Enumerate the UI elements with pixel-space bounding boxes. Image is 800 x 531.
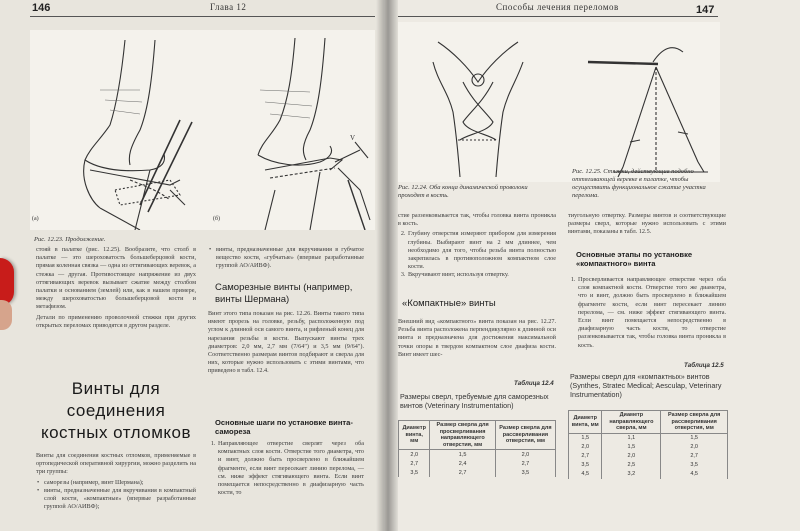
column-header: Размер сверла для рассверливания отверст…: [660, 410, 728, 434]
table-cell: 2,0: [494, 449, 557, 459]
tension-band-illustration: [432, 41, 708, 178]
left-page: 146 Глава 12: [0, 0, 392, 531]
paragraph: стояй в палатке (рис. 12.25). Вообразите…: [36, 246, 196, 311]
table-header-row: Диаметр винта, мм Диаметр направляющего …: [567, 410, 728, 434]
subheading-steps: Основные шаги по установке винта-саморез…: [215, 418, 353, 436]
left-col2-steps: Направляющее отверстие сверлят через оба…: [208, 440, 364, 497]
list-item: винты, предназначенные для вкручивания в…: [209, 246, 364, 271]
panel-a-label: (а): [32, 216, 39, 222]
paragraph: Детали по применению проволочной стяжки …: [36, 313, 196, 329]
table-cell: 1,5: [601, 442, 662, 452]
table-row: 3,5 2,7 3,5: [397, 468, 557, 477]
right-col2-steps: Просверливается направляющее отверстие ч…: [568, 276, 726, 350]
table-cell: 3,5: [660, 460, 728, 470]
table-cell: 1,5: [660, 433, 728, 443]
table-cell: 2,5: [601, 460, 662, 470]
column-header: Диаметр направляющего сверла, мм: [601, 410, 662, 434]
table-cell: 3,5: [494, 468, 557, 477]
table-cell: 1,5: [429, 449, 496, 459]
table-row: 4,5 3,2 4,5: [567, 469, 728, 479]
table-row: 1,5 1,1 1,5: [567, 433, 728, 443]
figures-12-24-12-25: [398, 22, 720, 182]
heading-compact-steps: Основные этапы по установке «компактного…: [576, 250, 693, 268]
table-row: 2,0 1,5 2,0: [397, 449, 557, 459]
paragraph: стие раззенковывается так, чтобы головка…: [398, 212, 556, 228]
fingernail: [0, 258, 14, 306]
table-header-row: Диаметр винта, мм Размер сверла для прос…: [397, 420, 557, 450]
right-col2-text: тиугольную отвертку. Размеры винтов и со…: [568, 212, 726, 239]
fracture-wire-illustration: [83, 37, 371, 231]
left-col-text: стояй в палатке (рис. 12.25). Вообразите…: [36, 246, 196, 332]
table-cell: 1,1: [601, 433, 662, 443]
table-cell: 3,5: [397, 468, 431, 477]
column-header: Диаметр винта, мм: [397, 420, 431, 450]
table-12-4-label: Таблица 12.4: [514, 380, 554, 387]
left-page-number: 146: [32, 2, 51, 14]
right-running-head: Способы лечения переломов: [496, 2, 619, 12]
table-cell: 4,5: [660, 469, 728, 479]
table-cell: 2,7: [429, 468, 496, 477]
left-header-rule: [30, 16, 375, 17]
figure-12-23-caption: Рис. 12.23. Продолжение.: [34, 236, 106, 243]
left-col2-paragraph: Винт этого типа показан на рис. 12.26. В…: [208, 310, 364, 378]
paragraph: Винт этого типа показан на рис. 12.26. В…: [208, 310, 364, 375]
table-cell: 4,5: [567, 469, 603, 479]
book-gutter-shadow: [376, 0, 398, 531]
table-row: 2,0 1,5 2,0: [567, 442, 728, 452]
table-cell: 2,0: [567, 442, 603, 452]
table-row: 2,7 2,0 2,7: [567, 451, 728, 461]
step-item: Вкручивают винт, используя отвертку.: [407, 271, 556, 279]
table-12-5: Диаметр винта, мм Диаметр направляющего …: [567, 410, 728, 479]
intro-paragraph: Винты для соединения костных отломков, п…: [36, 452, 196, 476]
table-12-5-label: Таблица 12.5: [684, 362, 724, 369]
table-12-4: Диаметр винта, мм Размер сверла для прос…: [397, 420, 557, 477]
heading-self-tapping: Саморезные винты (например, винты Шерман…: [215, 282, 353, 305]
table-cell: 2,4: [429, 459, 496, 468]
column-header: Диаметр винта, мм: [567, 410, 603, 434]
table-cell: 2,7: [397, 459, 431, 468]
figure-12-25-caption: Рис. 12.25. Стяжки, действующие подобно …: [572, 168, 706, 199]
list-item: саморезы (например, винт Шермана);: [37, 479, 196, 487]
right-col1-paragraph: Внешний вид «компактного» винта показан …: [398, 318, 556, 361]
table-cell: 3,2: [601, 469, 662, 479]
heading-compact-screws: «Компактные» винты: [402, 298, 496, 309]
list-item: винты, предназначенные для вкручивания в…: [37, 487, 196, 512]
figure-12-23: (а) (б) V: [30, 30, 375, 231]
panel-b-label: (б): [213, 216, 221, 222]
right-page-number: 147: [696, 4, 715, 16]
right-col1-text: стие раззенковывается так, чтобы головка…: [398, 212, 556, 280]
table-cell: 1,5: [567, 433, 603, 443]
table-12-5-title: Размеры сверл для «компактных» винтов (S…: [570, 372, 722, 399]
step-item: Глубину отверстия измеряют прибором для …: [407, 230, 556, 271]
paragraph: Внешний вид «компактного» винта показан …: [398, 318, 556, 358]
finger: [0, 300, 12, 330]
paragraph: тиугольную отвертку. Размеры винтов и со…: [568, 212, 726, 236]
table-cell: 2,7: [660, 451, 728, 461]
right-header-rule: [398, 16, 718, 17]
figure-12-24-caption: Рис. 12.24. Оба конца динамической прово…: [398, 184, 528, 199]
vector-v-label: V: [350, 134, 356, 142]
step-item: Направляющее отверстие сверлят через оба…: [217, 440, 364, 497]
table-cell: 2,0: [660, 442, 728, 452]
table-cell: 3,5: [567, 460, 603, 470]
table-cell: 2,7: [567, 451, 603, 461]
left-col2-bullet: винты, предназначенные для вкручивания в…: [208, 246, 364, 271]
table-12-4-title: Размеры сверл, требуемые для саморезных …: [400, 392, 549, 410]
section-heading-screws: Винты для соединения костных отломков: [40, 379, 192, 442]
table-row: 2,7 2,4 2,7: [397, 459, 557, 468]
table-row: 3,5 2,5 3,5: [567, 460, 728, 470]
step-item: Просверливается направляющее отверстие ч…: [577, 276, 726, 350]
column-header: Размер сверла для просверливания направл…: [429, 420, 496, 450]
left-running-head: Глава 12: [210, 2, 247, 12]
right-page: Способы лечения переломов 147: [384, 0, 800, 531]
table-cell: 2,7: [494, 459, 557, 468]
column-header: Размер сверла для рассверливания отверст…: [494, 420, 557, 450]
table-cell: 2,0: [601, 451, 662, 461]
table-cell: 2,0: [397, 449, 431, 459]
left-col-intro: Винты для соединения костных отломков, п…: [36, 452, 196, 511]
